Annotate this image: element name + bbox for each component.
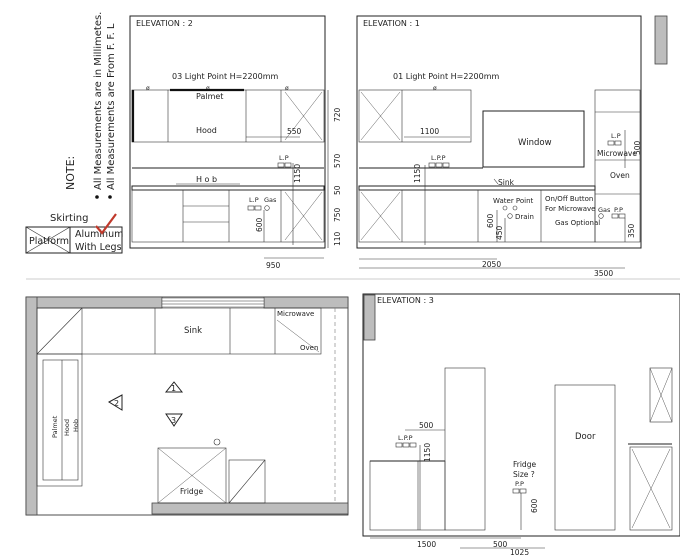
- elevation-2-dim-50: 50: [333, 185, 342, 195]
- legend-block: Skirting Platform Aluminum With Legs: [25, 213, 123, 254]
- notes-line-1: All Measurements are in Millimetes.: [93, 12, 104, 190]
- elevation-3-dim-600: 600: [530, 498, 539, 513]
- legend-platform-label: Platform: [29, 236, 69, 247]
- elevation-1-light-point: 01 Light Point H=2200mm: [393, 72, 500, 81]
- elevation-2-dim-570: 570: [333, 153, 342, 168]
- elevation-1-oven: Oven: [610, 171, 630, 180]
- elevation-2-hood: Hood: [196, 126, 217, 135]
- svg-text:ø: ø: [433, 85, 437, 92]
- plan-marker-2: 2: [114, 399, 119, 408]
- elevation-1-dim-2050: 2050: [482, 260, 501, 269]
- elevation-2-title: ELEVATION : 2: [136, 19, 193, 28]
- elevation-2-dim-550: 550: [287, 127, 302, 136]
- elevation-2-dim-950: 950: [266, 261, 281, 270]
- elevation-3-title: ELEVATION : 3: [377, 296, 434, 305]
- elevation-1: ELEVATION : 1 01 Light Point H=2200mm ø …: [356, 15, 668, 278]
- check-mark-icon: [95, 213, 117, 235]
- elevation-1-water-point: Water Point: [493, 197, 534, 205]
- elevation-3-fridge-size: Size ?: [513, 470, 535, 479]
- elevation-2-dim-110: 110: [333, 231, 342, 246]
- elevation-1-dim-350: 350: [627, 223, 636, 238]
- notes-block: NOTE: All Measurements are in Millimetes…: [64, 12, 117, 199]
- elevation-1-lp-right: L.P: [611, 132, 621, 140]
- svg-text:ø: ø: [146, 85, 150, 92]
- plan-hood: Hood: [63, 419, 71, 436]
- elevation-1-dim-450: 450: [495, 225, 504, 240]
- elevation-2-dim-600: 600: [255, 217, 264, 232]
- elevation-2-palmet: Palmet: [196, 92, 223, 101]
- elevation-3-dim-500: 500: [419, 421, 434, 430]
- elevation-1-window-label: Window: [518, 138, 552, 148]
- notes-line-2: All Measurements are From F. F. L: [106, 23, 117, 190]
- bullet-2: [108, 195, 112, 199]
- elevation-3-door: [554, 384, 616, 531]
- elevation-1-dim-1100: 1100: [420, 127, 439, 136]
- elevation-1-onoff-2: For Microwave: [545, 205, 595, 213]
- elevation-3-wall-hatch: [363, 294, 376, 341]
- elevation-1-frame: [356, 15, 642, 249]
- plan-palmet: Palmet: [51, 415, 59, 438]
- elevation-3-frame: [362, 293, 680, 537]
- elevation-3-dim-500b: 500: [493, 540, 508, 549]
- elevation-1-lpp: L.P.P: [431, 154, 446, 162]
- elevation-2-dim-720: 720: [333, 107, 342, 122]
- floor-plan: Sink Microwave Oven Palmet Hood Hob 1 2 …: [25, 296, 349, 516]
- elevation-1-dim-600: 600: [486, 213, 495, 228]
- notes-title: NOTE:: [64, 156, 77, 190]
- elevation-1-gas: Gas: [598, 206, 611, 214]
- elevation-2-hob: H o b: [196, 175, 217, 184]
- plan-microwave: Microwave: [277, 310, 314, 318]
- elevation-1-sink: Sink: [498, 178, 515, 187]
- plan-fridge: Fridge: [180, 487, 203, 496]
- legend-with-legs-label: With Legs: [75, 242, 122, 253]
- plan-marker-3: 3: [171, 416, 176, 425]
- elevation-2-dim-1150: 1150: [293, 164, 302, 183]
- plan-marker-1: 1: [171, 384, 176, 393]
- plan-sink: Sink: [184, 326, 202, 336]
- elevation-3: ELEVATION : 3 L.P.P 500 1150 Fridge Size…: [362, 293, 680, 557]
- elevation-3-door-label: Door: [575, 432, 596, 442]
- elevation-3-dim-1150: 1150: [423, 443, 432, 462]
- elevation-1-title: ELEVATION : 1: [363, 19, 420, 28]
- elevation-2-lp-low: L.P: [249, 196, 259, 204]
- plan-oven: Oven: [300, 344, 318, 352]
- svg-text:ø: ø: [206, 85, 210, 92]
- elevation-3-lpp: L.P.P: [398, 434, 413, 442]
- elevation-1-pp: P.P: [614, 206, 623, 214]
- elevation-1-onoff-1: On/Off Button: [545, 195, 593, 203]
- elevation-1-drain: Drain: [515, 213, 534, 221]
- bullet-1: [95, 195, 99, 199]
- elevation-1-dim-500: 500: [633, 140, 642, 155]
- elevation-1-wall-hatch: [654, 15, 668, 65]
- elevation-2-frame: [129, 15, 326, 249]
- elevation-2-dim-750: 750: [333, 207, 342, 222]
- svg-text:ø: ø: [285, 85, 289, 92]
- elevation-1-dim-1150: 1150: [413, 164, 422, 183]
- elevation-2-gas: Gas: [264, 196, 277, 204]
- elevation-1-dim-3500: 3500: [594, 269, 613, 278]
- elevation-1-window: [482, 110, 585, 168]
- elevation-1-gas-optional: Gas Optional: [555, 219, 600, 227]
- elevation-3-dim-1500: 1500: [417, 540, 436, 549]
- elevation-2-lp-top: L.P: [279, 154, 289, 162]
- elevation-2: ELEVATION : 2 03 Light Point H=2200mm ø …: [129, 15, 342, 270]
- elevation-3-dim-1025: 1025: [510, 548, 529, 557]
- plan-hob: Hob: [72, 419, 80, 432]
- elevation-2-light-point: 03 Light Point H=2200mm: [172, 72, 279, 81]
- elevation-3-fridge: Fridge: [513, 460, 536, 469]
- elevation-3-pp: P.P: [515, 480, 524, 488]
- elevation-1-microwave: Microwave: [597, 149, 637, 158]
- legend-skirting-label: Skirting: [50, 213, 88, 224]
- legend-aluminum-label: Aluminum: [75, 229, 123, 240]
